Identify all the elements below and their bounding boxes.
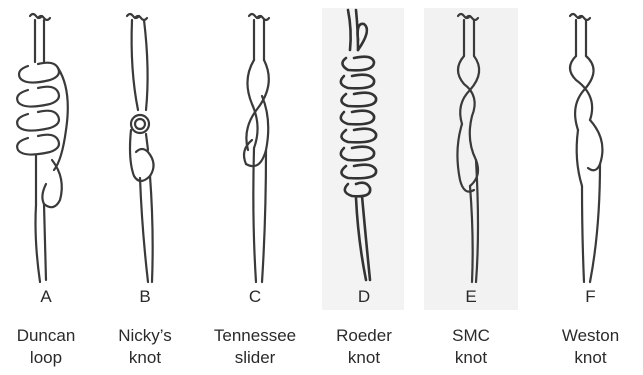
knot-name: Roeder knot [318, 325, 410, 369]
knot-panel-b: B Nicky’s knot [100, 0, 190, 375]
knot-name-line2: knot [100, 347, 190, 369]
duncan-loop-illustration [0, 0, 92, 290]
roeder-knot-illustration [318, 0, 410, 290]
knot-panel-d: D Roeder knot [318, 0, 410, 375]
knot-letter: D [318, 287, 410, 307]
knot-name-line1: Nicky’s [100, 325, 190, 347]
knot-name-line2: loop [0, 347, 92, 369]
knot-name-line1: Weston [538, 325, 643, 347]
smc-knot-illustration [416, 0, 526, 290]
knot-panel-e: E SMC knot [416, 0, 526, 375]
tennessee-slider-illustration [196, 0, 314, 290]
knot-letter: F [538, 287, 643, 307]
weston-knot-illustration [538, 0, 643, 290]
knot-name-line2: knot [318, 347, 410, 369]
knot-name: Weston knot [538, 325, 643, 369]
knot-name: Duncan loop [0, 325, 92, 369]
knot-panel-a: A Duncan loop [0, 0, 92, 375]
knot-letter: E [416, 287, 526, 307]
knot-letter: C [196, 287, 314, 307]
knot-name-line2: slider [196, 347, 314, 369]
knot-name: SMC knot [416, 325, 526, 369]
knot-name-line1: Tennessee [196, 325, 314, 347]
knot-name-line2: knot [538, 347, 643, 369]
knot-name: Tennessee slider [196, 325, 314, 369]
knot-panel-f: F Weston knot [538, 0, 643, 375]
knot-name-line1: Duncan [0, 325, 92, 347]
knot-name-line1: Roeder [318, 325, 410, 347]
knot-name-line2: knot [416, 347, 526, 369]
knot-letter: B [100, 287, 190, 307]
knot-name-line1: SMC [416, 325, 526, 347]
knot-panel-c: C Tennessee slider [196, 0, 314, 375]
knot-name: Nicky’s knot [100, 325, 190, 369]
knot-letter: A [0, 287, 92, 307]
nickys-knot-illustration [100, 0, 190, 290]
